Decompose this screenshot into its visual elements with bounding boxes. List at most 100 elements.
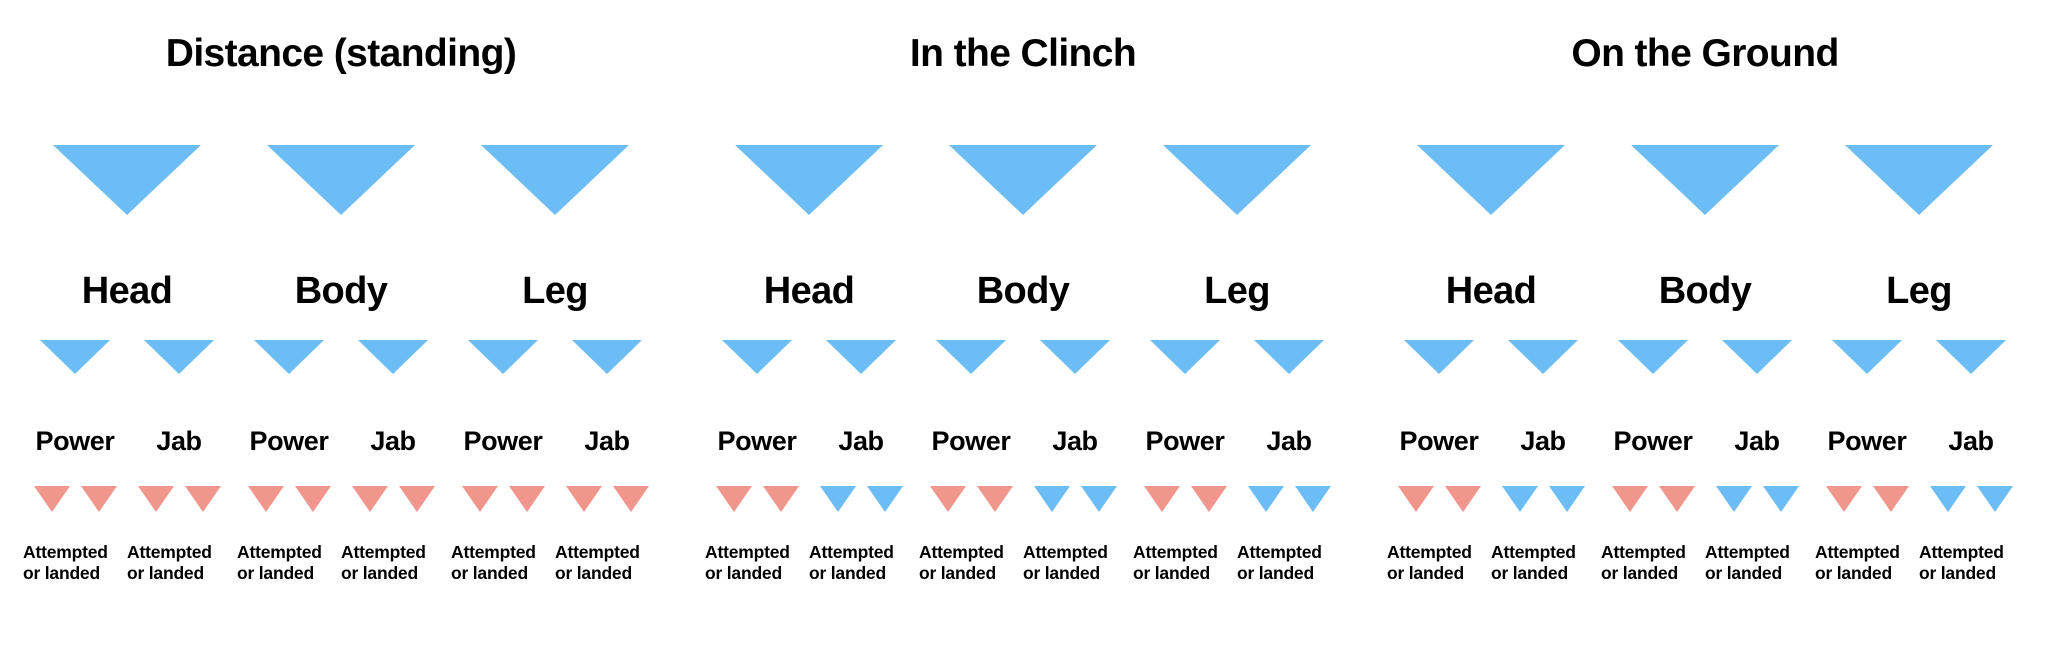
triangle-down-icon bbox=[612, 486, 649, 512]
leaf-node-pair bbox=[1815, 486, 1919, 512]
target-label-leg: Leg bbox=[1204, 270, 1270, 312]
leaf-caption: Attempted or landed bbox=[451, 542, 536, 583]
strike-node-cell bbox=[341, 340, 445, 374]
triangle-down-icon bbox=[80, 486, 117, 512]
strike-label-jab: Jab bbox=[370, 426, 416, 456]
leaf-node-pair bbox=[341, 486, 445, 512]
triangle-down-icon bbox=[1294, 486, 1331, 512]
triangle-down-icon bbox=[735, 145, 883, 215]
triangle-down-icon bbox=[508, 486, 545, 512]
strike-label-power: Power bbox=[35, 426, 115, 456]
triangle-down-icon bbox=[1658, 486, 1695, 512]
target-node-cell bbox=[1130, 145, 1344, 217]
triangle-down-icon bbox=[1825, 486, 1862, 512]
leaf-caption: Attempted or landed bbox=[1705, 542, 1790, 583]
triangle-down-icon bbox=[254, 340, 324, 374]
triangle-down-icon bbox=[1404, 340, 1474, 374]
section-title: Distance (standing) bbox=[165, 32, 517, 75]
leaf-node-pair bbox=[1705, 486, 1809, 512]
triangle-down-icon bbox=[866, 486, 903, 512]
triangle-down-icon bbox=[1033, 486, 1070, 512]
triangle-down-icon bbox=[936, 340, 1006, 374]
target-node-row bbox=[682, 145, 1364, 217]
triangle-down-icon bbox=[1631, 145, 1779, 215]
triangle-down-icon bbox=[1080, 486, 1117, 512]
strike-label-jab: Jab bbox=[156, 426, 202, 456]
strike-node-group bbox=[448, 340, 662, 374]
strike-node-cell bbox=[237, 340, 341, 374]
leaf-caption: Attempted or landed bbox=[919, 542, 1004, 583]
strike-node-cell bbox=[1705, 340, 1809, 374]
triangle-down-icon bbox=[1936, 340, 2006, 374]
leaf-caption: Attempted or landed bbox=[23, 542, 108, 583]
triangle-down-icon bbox=[481, 145, 629, 215]
triangle-down-icon bbox=[40, 340, 110, 374]
leaf-node-group bbox=[916, 486, 1130, 512]
triangle-down-icon bbox=[819, 486, 856, 512]
triangle-down-icon bbox=[1040, 340, 1110, 374]
triangle-down-icon bbox=[1845, 145, 1993, 215]
strike-label-power: Power bbox=[931, 426, 1011, 456]
strike-node-group bbox=[1384, 340, 1598, 374]
strike-node-cell bbox=[555, 340, 659, 374]
triangle-down-icon bbox=[1618, 340, 1688, 374]
strike-node-group bbox=[20, 340, 234, 374]
target-label-body: Body bbox=[1658, 270, 1752, 312]
leaf-node-pair bbox=[451, 486, 555, 512]
triangle-down-icon bbox=[1397, 486, 1434, 512]
strike-node-group bbox=[1598, 340, 1812, 374]
target-label-body: Body bbox=[976, 270, 1070, 312]
triangle-down-icon bbox=[929, 486, 966, 512]
leaf-caption-group: Attempted or landed Attempted or landed bbox=[1598, 542, 1812, 583]
triangle-down-icon bbox=[137, 486, 174, 512]
leaf-caption: Attempted or landed bbox=[1601, 542, 1686, 583]
strike-node-cell bbox=[919, 340, 1023, 374]
leaf-caption: Attempted or landed bbox=[809, 542, 894, 583]
triangle-down-icon bbox=[762, 486, 799, 512]
leaf-node-pair bbox=[1237, 486, 1341, 512]
triangle-down-icon bbox=[976, 486, 1013, 512]
triangle-down-icon bbox=[1976, 486, 2013, 512]
strike-label-power: Power bbox=[1613, 426, 1693, 456]
leaf-node-group bbox=[702, 486, 916, 512]
triangle-down-icon bbox=[33, 486, 70, 512]
target-node-cell bbox=[1598, 145, 1812, 217]
leaf-caption: Attempted or landed bbox=[1387, 542, 1472, 583]
triangle-down-icon bbox=[1254, 340, 1324, 374]
leaf-caption: Attempted or landed bbox=[1919, 542, 2004, 583]
leaf-node-pair bbox=[1601, 486, 1705, 512]
leaf-node-pair bbox=[1133, 486, 1237, 512]
triangle-down-icon bbox=[1715, 486, 1752, 512]
strike-node-cell bbox=[1133, 340, 1237, 374]
strike-label-power: Power bbox=[1827, 426, 1907, 456]
strike-node-row bbox=[682, 340, 1364, 374]
leaf-node-pair bbox=[1387, 486, 1491, 512]
triangle-down-icon bbox=[1417, 145, 1565, 215]
leaf-node-group bbox=[234, 486, 448, 512]
leaf-node-group bbox=[1130, 486, 1344, 512]
triangle-down-icon bbox=[1611, 486, 1648, 512]
target-node-cell bbox=[702, 145, 916, 217]
section-title: On the Ground bbox=[1571, 32, 1839, 75]
triangle-down-icon bbox=[826, 340, 896, 374]
strike-node-cell bbox=[23, 340, 127, 374]
triangle-down-icon bbox=[1722, 340, 1792, 374]
leaf-node-pair bbox=[23, 486, 127, 512]
target-node-cell bbox=[916, 145, 1130, 217]
strike-node-group bbox=[702, 340, 916, 374]
strike-node-cell bbox=[1491, 340, 1595, 374]
